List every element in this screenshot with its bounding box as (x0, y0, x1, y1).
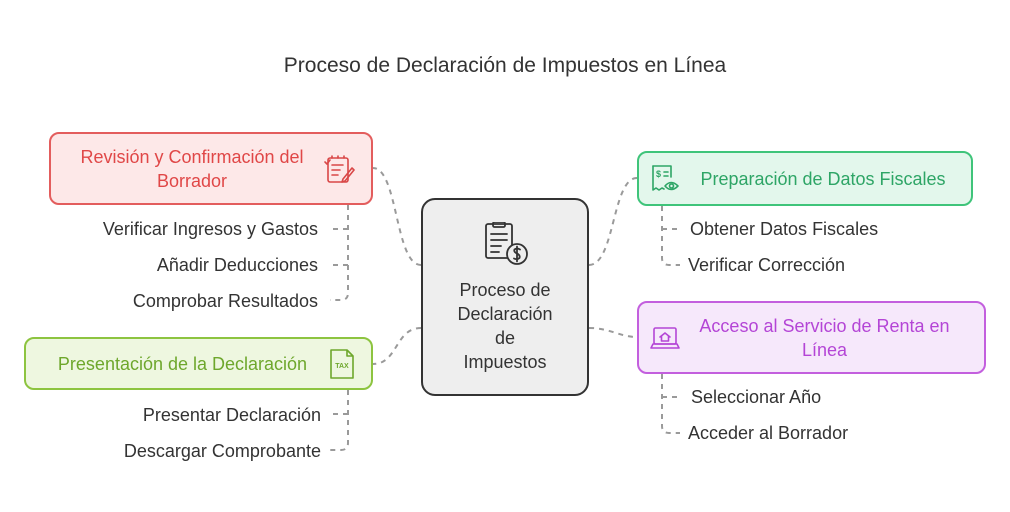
branch-submission-label: Presentación de la Declaración (57, 353, 308, 374)
branch-access-box: Acceso al Servicio de Renta en Línea (637, 301, 986, 374)
center-node: Proceso de Declaración de Impuestos (421, 198, 589, 396)
review-item-1: Verificar Ingresos y Gastos (102, 219, 318, 239)
preparation-item-2: Verificar Corrección (688, 255, 846, 275)
branch-preparation-box: $ Preparación de Datos Fiscales (637, 151, 973, 206)
trunk-preparation (661, 206, 680, 266)
submission-item-1: Presentar Declaración (142, 405, 321, 425)
document-dollar-icon (483, 221, 531, 271)
center-label: Proceso de Declaración de Impuestos (457, 280, 553, 372)
laptop-home-icon (649, 322, 681, 354)
trunk-submission (330, 390, 349, 451)
review-item-3: Comprobar Resultados (132, 291, 318, 311)
submission-item-2: Descargar Comprobante (123, 441, 321, 461)
trunk-review (330, 205, 349, 301)
preparation-item-1: Obtener Datos Fiscales (690, 219, 879, 239)
svg-text:TAX: TAX (335, 363, 349, 370)
connector-access (588, 327, 638, 338)
branch-review-label: Revisión y Confirmación del Borrador (80, 146, 304, 191)
branch-review-box: Revisión y Confirmación del Borrador (49, 132, 373, 205)
branch-preparation-label: Preparación de Datos Fiscales (700, 168, 946, 189)
tax-document-icon: TAX (329, 348, 355, 380)
access-item-2: Acceder al Borrador (688, 423, 849, 443)
connector-review (372, 167, 422, 266)
receipt-eye-icon: $ (649, 163, 681, 195)
access-item-1: Seleccionar Año (691, 387, 822, 407)
review-item-2: Añadir Deducciones (156, 255, 318, 275)
svg-text:$: $ (656, 169, 661, 179)
diagram-title: Proceso de Declaración de Impuestos en L… (283, 54, 727, 77)
branch-access-label: Acceso al Servicio de Renta en Línea (699, 315, 950, 360)
connector-preparation (588, 177, 638, 266)
branch-submission-box: Presentación de la Declaración TAX (24, 337, 373, 390)
checklist-edit-icon (323, 153, 355, 185)
connector-submission (372, 327, 422, 365)
trunk-access (661, 374, 680, 434)
